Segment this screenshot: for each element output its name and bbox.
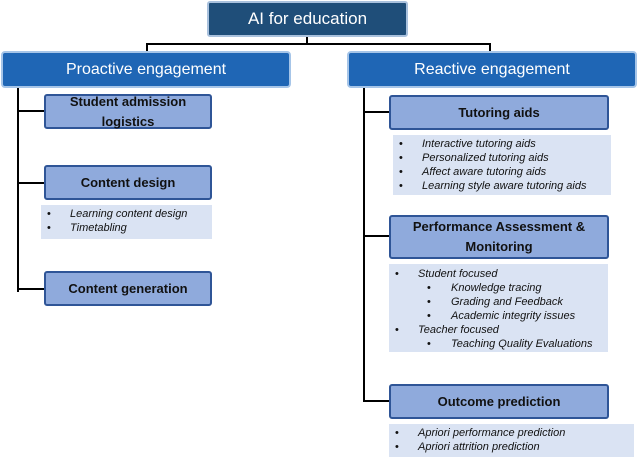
list-item: Learning content design <box>41 207 208 221</box>
content-generation-node: Content generation <box>44 271 212 306</box>
list-item: Grading and Feedback <box>389 295 604 309</box>
outcome-prediction-list: Apriori performance prediction Apriori a… <box>389 424 634 457</box>
proactive-branches <box>18 110 45 290</box>
student-admission-logistics-node: Student admission logistics <box>44 94 212 129</box>
root-node: AI for education <box>207 1 408 37</box>
list-item: Teaching Quality Evaluations <box>389 337 604 351</box>
list-item: Interactive tutoring aids <box>393 137 607 151</box>
list-item: Knowledge tracing <box>389 281 604 295</box>
content-design-node: Content design <box>44 165 212 200</box>
content-design-list: Learning content design Timetabling <box>41 205 212 239</box>
list-item: Personalized tutoring aids <box>393 151 607 165</box>
performance-assessment-list: Student focused Knowledge tracing Gradin… <box>389 264 608 352</box>
proactive-engagement-node: Proactive engagement <box>1 51 291 88</box>
reactive-engagement-node: Reactive engagement <box>347 51 637 88</box>
list-item: Timetabling <box>41 221 208 235</box>
tutoring-aids-list: Interactive tutoring aids Personalized t… <box>393 135 611 195</box>
list-item: Learning style aware tutoring aids <box>393 179 607 193</box>
list-item: Teacher focused <box>389 323 604 337</box>
list-item: Apriori attrition prediction <box>389 440 630 454</box>
performance-assessment-node: Performance Assessment & Monitoring <box>389 215 609 259</box>
outcome-prediction-node: Outcome prediction <box>389 384 609 419</box>
list-item: Affect aware tutoring aids <box>393 165 607 179</box>
list-item: Apriori performance prediction <box>389 426 630 440</box>
root-to-level1-connector <box>146 37 491 53</box>
reactive-branches <box>364 111 389 402</box>
tutoring-aids-node: Tutoring aids <box>389 95 609 130</box>
list-item: Student focused <box>389 267 604 281</box>
list-item: Academic integrity issues <box>389 309 604 323</box>
